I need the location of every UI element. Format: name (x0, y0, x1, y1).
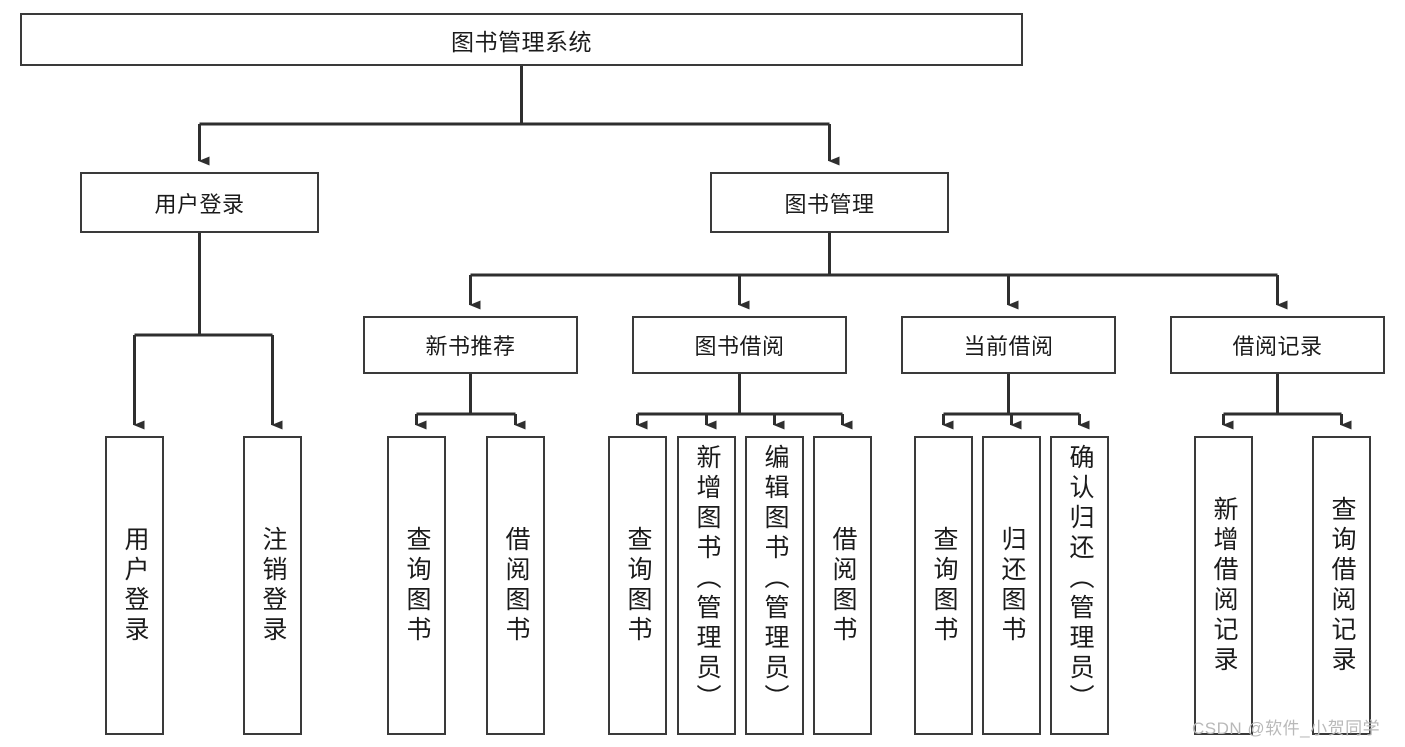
node-leaf-add-borrow-record-label: 新增借阅记录 (1210, 495, 1238, 676)
node-leaf-borrow-book-2-label: 借阅图书 (829, 525, 857, 646)
node-leaf-edit-book-admin[interactable]: 编辑图书（管理员） (745, 436, 804, 735)
node-leaf-add-borrow-record[interactable]: 新增借阅记录 (1194, 436, 1253, 735)
node-borrow-record-label: 借阅记录 (1232, 334, 1323, 359)
node-leaf-add-book-admin[interactable]: 新增图书（管理员） (677, 436, 736, 735)
node-user-login-label: 用户登录 (154, 191, 245, 217)
node-leaf-return-book[interactable]: 归还图书 (982, 436, 1041, 735)
node-leaf-confirm-return-admin[interactable]: 确认归还（管理员） (1050, 436, 1109, 735)
node-leaf-return-book-label: 归还图书 (998, 525, 1026, 646)
node-leaf-query-book-1[interactable]: 查询图书 (387, 436, 446, 735)
node-current-borrow-label: 当前借阅 (963, 334, 1054, 359)
node-user-login[interactable]: 用户登录 (80, 172, 319, 233)
node-book-manage-label: 图书管理 (784, 191, 875, 217)
node-new-book-recommend-label: 新书推荐 (425, 334, 516, 359)
node-leaf-query-book-2-label: 查询图书 (624, 525, 652, 646)
node-leaf-user-logout[interactable]: 注销登录 (243, 436, 302, 735)
node-leaf-edit-book-admin-label: 编辑图书（管理员） (761, 444, 789, 714)
node-leaf-user-login-label: 用户登录 (121, 525, 149, 646)
node-leaf-add-book-admin-label: 新增图书（管理员） (693, 444, 721, 714)
node-leaf-borrow-book-1-label: 借阅图书 (502, 525, 530, 646)
node-book-manage[interactable]: 图书管理 (710, 172, 949, 233)
node-leaf-borrow-book-2[interactable]: 借阅图书 (813, 436, 872, 735)
node-borrow-record[interactable]: 借阅记录 (1170, 316, 1385, 374)
node-leaf-confirm-return-admin-label: 确认归还（管理员） (1066, 444, 1094, 714)
node-current-borrow[interactable]: 当前借阅 (901, 316, 1116, 374)
node-root-label: 图书管理系统 (451, 28, 592, 55)
node-leaf-query-book-3-label: 查询图书 (930, 525, 958, 646)
node-root[interactable]: 图书管理系统 (20, 13, 1023, 66)
node-book-borrow[interactable]: 图书借阅 (632, 316, 847, 374)
node-leaf-user-login[interactable]: 用户登录 (105, 436, 164, 735)
node-leaf-query-book-2[interactable]: 查询图书 (608, 436, 667, 735)
node-leaf-user-logout-label: 注销登录 (259, 525, 287, 646)
node-leaf-query-book-3[interactable]: 查询图书 (914, 436, 973, 735)
csdn-watermark: CSDN @软件_小贺同学 (1192, 719, 1381, 738)
node-leaf-borrow-book-1[interactable]: 借阅图书 (486, 436, 545, 735)
node-new-book-recommend[interactable]: 新书推荐 (363, 316, 578, 374)
node-leaf-query-book-1-label: 查询图书 (403, 525, 431, 646)
node-leaf-query-borrow-record-label: 查询借阅记录 (1328, 495, 1356, 676)
node-leaf-query-borrow-record[interactable]: 查询借阅记录 (1312, 436, 1371, 735)
node-book-borrow-label: 图书借阅 (694, 334, 785, 359)
